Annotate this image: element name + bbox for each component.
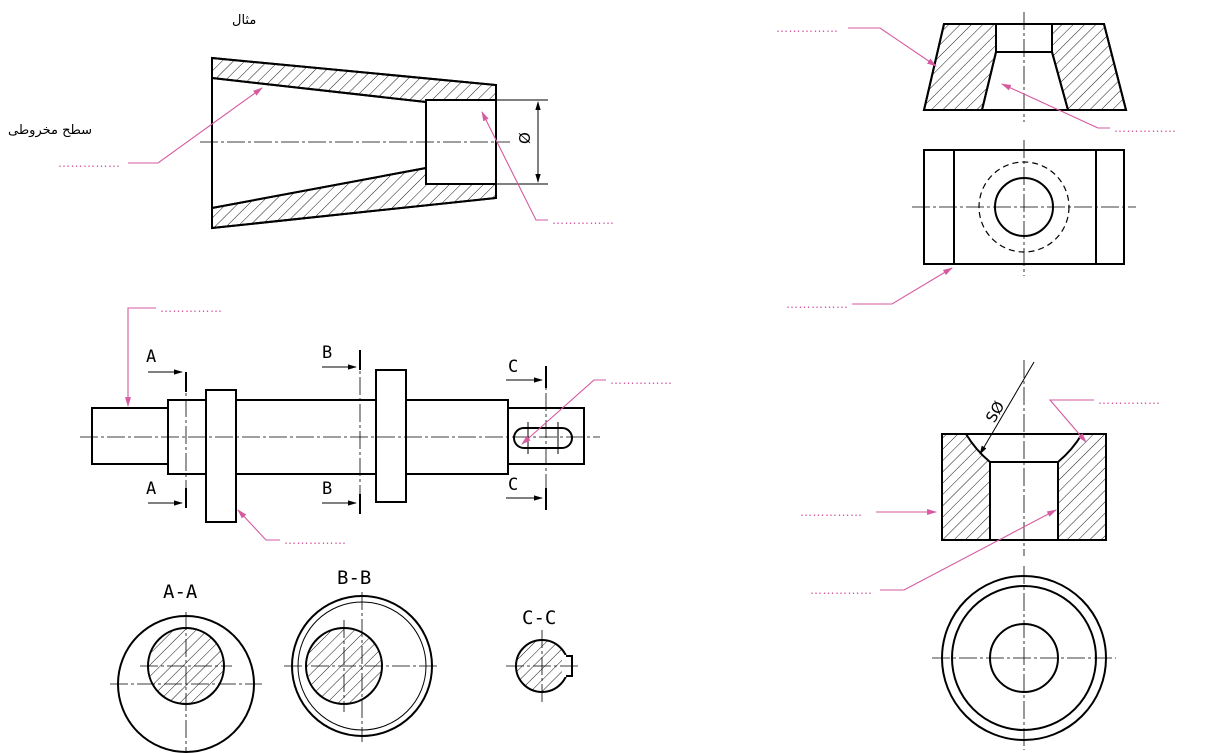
blank-label: …………… (58, 156, 121, 170)
stepped-shaft: A A B B C C …………… …………… …………… (80, 301, 673, 547)
sphere-diameter-symbol: SØ (982, 398, 1008, 426)
section-title-a-a: A-A (163, 581, 198, 603)
section-letter-a: A (146, 479, 156, 499)
blank-label: …………… (786, 297, 849, 311)
section-b-b: B-B (284, 567, 440, 742)
blank-label: …………… (284, 533, 347, 547)
blank-label: …………… (1098, 393, 1161, 407)
section-c-c: C-C (506, 607, 580, 702)
section-title-c-c: C-C (522, 607, 556, 629)
example-label: مثال (232, 13, 256, 28)
section-title-b-b: B-B (337, 567, 371, 589)
section-letter-c: C (508, 475, 518, 495)
blank-label: …………… (810, 583, 873, 597)
spherical-seat-part: SØ …………… …………… …………… (800, 360, 1161, 750)
blank-label: …………… (1114, 121, 1177, 135)
diameter-symbol: Ø (516, 132, 534, 144)
blank-label: …………… (776, 21, 839, 35)
blank-label: …………… (160, 301, 223, 315)
section-letter-b: B (322, 479, 332, 499)
section-a-a: A-A (110, 581, 262, 753)
section-letter-c: C (508, 357, 518, 377)
conical-surface-label: سطح مخروطی (8, 123, 92, 138)
trapezoid-block-section: …………… …………… …………… (776, 12, 1177, 311)
blank-label: …………… (552, 213, 615, 227)
blank-label: …………… (800, 505, 863, 519)
section-letter-a: A (146, 347, 156, 367)
blank-label: …………… (610, 373, 673, 387)
section-letter-b: B (322, 343, 332, 363)
tapered-sleeve-section: مثال Ø سطح مخروطی …………… …………… (8, 13, 615, 230)
